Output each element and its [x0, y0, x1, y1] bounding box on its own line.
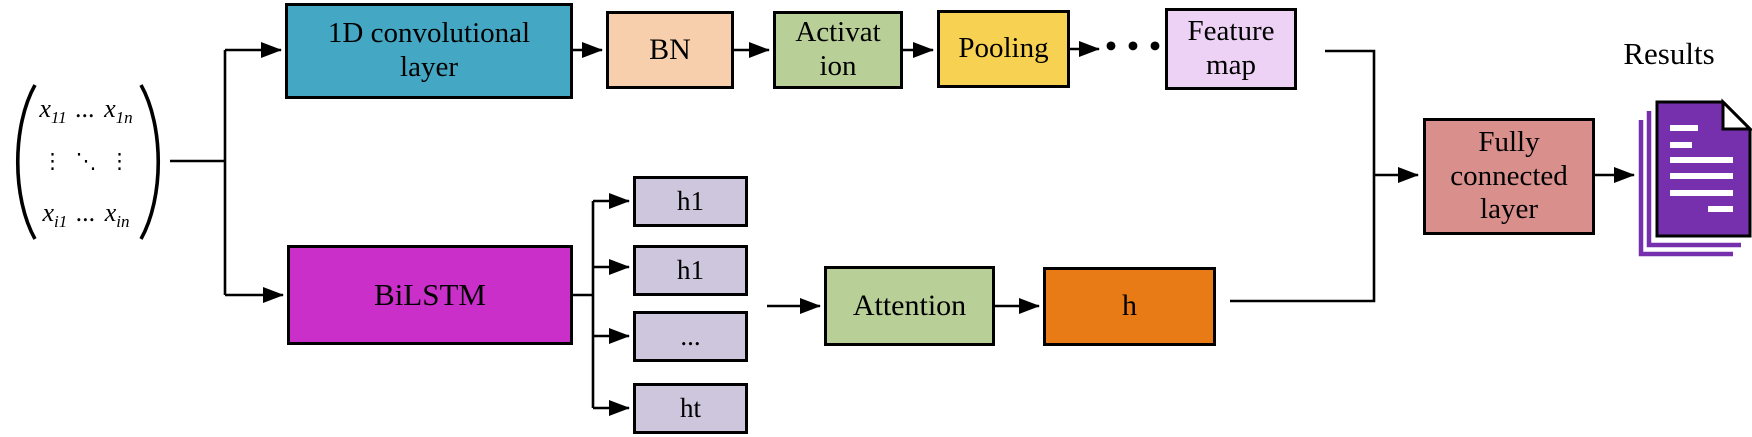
- hidden-state-box-h1-first: h1: [633, 176, 748, 227]
- hidden-state-box-dots: ...: [633, 311, 748, 362]
- feature-map-box: Feature map: [1165, 8, 1297, 90]
- ddots-icon: ⋱: [75, 148, 97, 173]
- h-vector-box: h: [1043, 267, 1216, 346]
- document-front-page: [1655, 100, 1752, 238]
- vdots-icon: ⋮: [109, 148, 130, 173]
- document-text-line: [1670, 190, 1733, 196]
- document-fold-corner: [1721, 98, 1752, 131]
- matrix-row-dots: ⋮ ⋱ ⋮: [30, 148, 142, 173]
- document-text-line: [1708, 206, 1733, 212]
- matrix-row-3: xi1 ... xin: [42, 198, 130, 232]
- hidden-state-box-ht: ht: [633, 383, 748, 434]
- matrix-rows: x11 ... x1n ⋮ ⋱ ⋮ xi1 ... xin: [30, 94, 142, 232]
- results-label: Results: [1623, 36, 1715, 71]
- fully-connected-box: Fully connected layer: [1423, 118, 1595, 235]
- bilstm-box: BiLSTM: [287, 245, 573, 345]
- document-text-line: [1670, 142, 1692, 148]
- pooling-box: Pooling: [937, 10, 1070, 88]
- input-matrix: x11 ... x1n ⋮ ⋱ ⋮ xi1 ... xin: [2, 82, 174, 242]
- bn-box: BN: [606, 11, 734, 89]
- results-document-icon: [1638, 98, 1752, 257]
- conv-layer-box: 1D convolutional layer: [285, 3, 573, 99]
- matrix-open-paren-icon: [16, 84, 37, 240]
- document-text-line: [1670, 173, 1733, 179]
- ellipsis-dots: •••: [1103, 32, 1169, 61]
- document-back-page-outer: [1638, 120, 1733, 257]
- matrix-row-1: x11 ... x1n: [39, 94, 133, 128]
- hidden-state-box-h1-second: h1: [633, 245, 748, 296]
- attention-box: Attention: [824, 266, 995, 346]
- matrix-close-paren-icon: [139, 84, 160, 240]
- document-text-line: [1670, 125, 1698, 131]
- document-back-page-inner: [1646, 111, 1741, 248]
- document-text-line: [1670, 157, 1733, 163]
- activation-box: Activat ion: [773, 11, 903, 89]
- vdots-icon: ⋮: [42, 148, 63, 173]
